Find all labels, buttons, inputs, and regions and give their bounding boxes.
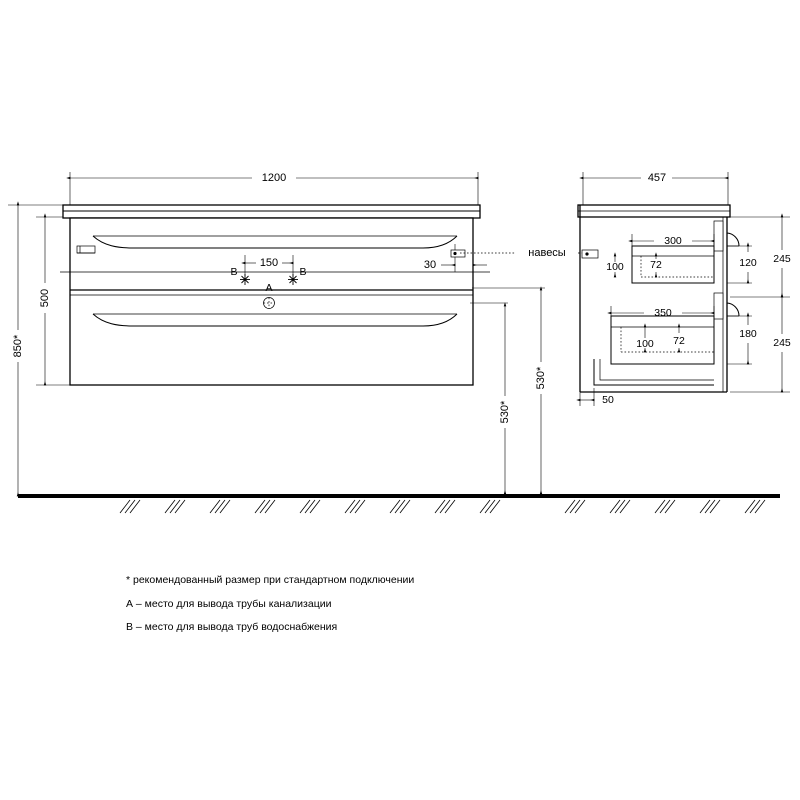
marker-drain-label: A xyxy=(265,282,272,294)
dim-pipe-spacing-label: 150 xyxy=(260,257,278,269)
lower-drawer-handle xyxy=(92,313,458,327)
dimension-drain-height-left: 530* xyxy=(470,302,511,495)
marker-water-right: B xyxy=(288,266,307,285)
dim-drain-height-left-label: 530* xyxy=(499,400,511,423)
dimension-lower-drawer-depth: 350 xyxy=(607,306,715,320)
marker-drain: A xyxy=(263,282,275,309)
dim-upper-front-height-label: 120 xyxy=(739,257,757,269)
dim-lower-section-label: 245 xyxy=(773,337,791,349)
legend-group: * рекомендованный размер при стандартном… xyxy=(126,574,414,633)
dimension-edge-offset: 30 xyxy=(424,244,487,272)
dimension-overall-depth: 457 xyxy=(579,172,729,208)
dim-lower-drawer-height-label: 100 xyxy=(636,338,654,350)
dimension-plinth-offset: 50 xyxy=(576,388,614,406)
side-plinth xyxy=(593,359,714,386)
dim-upper-section-label: 245 xyxy=(773,253,791,265)
dim-lower-inner-label: 72 xyxy=(673,335,685,347)
marker-water-left: B xyxy=(230,266,250,285)
dimension-lower-inner: 72 xyxy=(673,323,685,353)
legend-line-1: * рекомендованный размер при стандартном… xyxy=(126,574,414,586)
dim-upper-drawer-depth-label: 300 xyxy=(664,235,682,247)
marker-water-left-label: B xyxy=(230,266,237,278)
legend-line-2: А – место для вывода трубы канализации xyxy=(126,598,332,610)
marker-water-right-label: B xyxy=(299,266,306,278)
ground-line-group xyxy=(18,494,780,514)
side-upper-drawer xyxy=(631,245,715,284)
dim-upper-drawer-height-label: 100 xyxy=(606,261,624,273)
dimension-lower-section: 245 xyxy=(730,293,791,393)
dim-edge-offset-label: 30 xyxy=(424,259,436,271)
side-view-group: 457 xyxy=(576,172,791,406)
hangers-callout-label: навесы xyxy=(528,247,566,259)
side-hanger-symbol xyxy=(581,249,599,259)
dim-lower-front-height-label: 180 xyxy=(739,328,757,340)
dimension-pipe-spacing: 150 xyxy=(241,255,294,276)
side-countertop xyxy=(577,204,731,218)
front-view-group: 1200 850* 500 xyxy=(8,172,596,497)
dimension-overall-width: 1200 xyxy=(66,172,479,208)
dimension-lower-front-height: 180 xyxy=(727,312,757,365)
hanger-symbol-right xyxy=(450,249,466,258)
dimension-upper-drawer-depth: 300 xyxy=(628,234,715,250)
drain-circle-icon xyxy=(263,297,275,309)
water-left-cross-icon xyxy=(240,274,250,285)
legend-line-3: В – место для вывода труб водоснабжения xyxy=(126,621,337,633)
dimension-lower-drawer-height: 100 xyxy=(636,323,654,353)
dimension-upper-inner: 72 xyxy=(650,252,662,278)
dimension-upper-front-height: 120 xyxy=(727,242,757,284)
ground-hatching xyxy=(119,499,766,514)
dim-overall-width-label: 1200 xyxy=(262,172,286,184)
dim-lower-drawer-depth-label: 350 xyxy=(654,307,672,319)
dimension-upper-drawer-height: 100 xyxy=(606,252,624,278)
drawer-divider xyxy=(70,289,473,296)
dimension-floor-height: 850* xyxy=(8,201,72,497)
dim-floor-height-label: 850* xyxy=(12,334,24,357)
dim-drain-height-right-label: 530* xyxy=(535,366,547,389)
dim-overall-depth-label: 457 xyxy=(648,172,666,184)
countertop xyxy=(62,204,481,219)
water-right-cross-icon xyxy=(288,274,298,285)
side-lower-drawer xyxy=(610,315,715,365)
dimension-drain-height-right: 530* xyxy=(472,286,547,495)
dim-plinth-offset-label: 50 xyxy=(602,394,614,406)
dim-upper-inner-label: 72 xyxy=(650,259,662,271)
dim-cabinet-height-label: 500 xyxy=(39,289,51,307)
hanger-symbol-left xyxy=(76,245,96,254)
dimension-upper-section: 245 xyxy=(730,213,791,298)
upper-drawer-handle xyxy=(92,235,458,249)
